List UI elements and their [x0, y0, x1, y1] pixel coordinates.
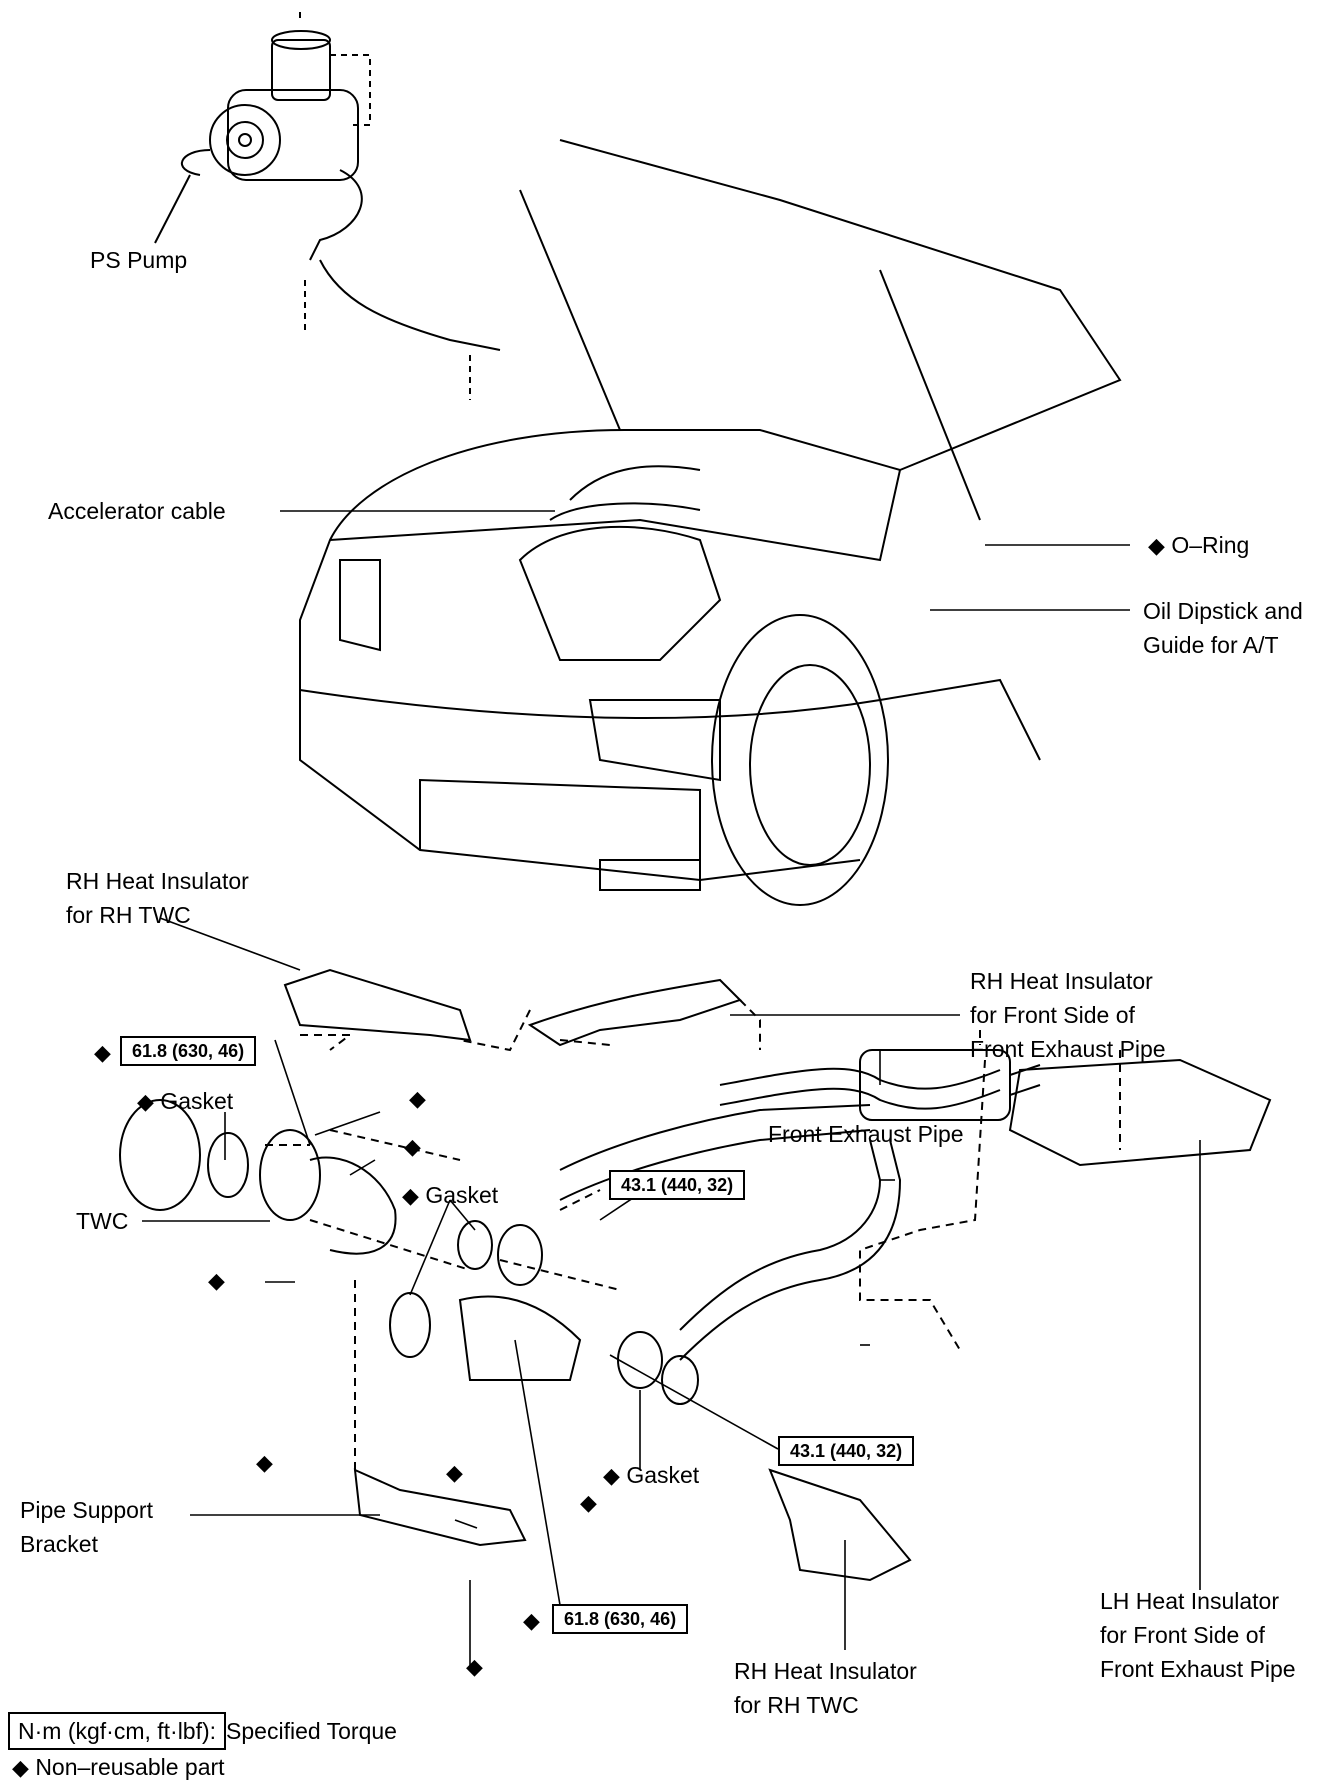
rh-insulator-bottom-line2: for RH TWC	[734, 1692, 859, 1718]
non-reusable-icon: ◆	[12, 1755, 29, 1780]
gasket-3-text: Gasket	[626, 1462, 700, 1488]
label-accelerator-cable: Accelerator cable	[48, 498, 226, 524]
non-reusable-icon: ◆	[402, 1183, 419, 1208]
non-reusable-text: Non–reusable part	[35, 1754, 225, 1780]
torque-spec-2: 43.1 (440, 32)	[609, 1170, 746, 1200]
non-reusable-icon: ◆	[580, 1490, 597, 1515]
non-reusable-icon: ◆	[466, 1654, 483, 1679]
non-reusable-icon: ◆	[409, 1086, 426, 1111]
label-gasket-3: ◆ Gasket	[603, 1458, 699, 1493]
rh-insulator-top-line2: for RH TWC	[66, 902, 191, 928]
non-reusable-icon: ◆	[137, 1089, 154, 1114]
rh-front-insulator-line3: Front Exhaust Pipe	[970, 1036, 1166, 1062]
label-o-ring: ◆ O–Ring	[1148, 528, 1249, 563]
label-oil-dipstick: Oil Dipstick and Guide for A/T	[1143, 594, 1303, 662]
non-reusable-icon: ◆	[94, 1040, 111, 1065]
torque-spec-1: 61.8 (630, 46)	[120, 1036, 257, 1066]
torque-unit-box: N·m (kgf·cm, ft·lbf):	[8, 1712, 227, 1750]
non-reusable-icon: ◆	[256, 1450, 273, 1475]
label-twc: TWC	[76, 1208, 129, 1234]
label-front-exhaust-pipe: Front Exhaust Pipe	[768, 1121, 964, 1147]
torque-spec-4: 61.8 (630, 46)	[552, 1604, 689, 1634]
label-gasket-1: ◆ Gasket	[137, 1084, 233, 1119]
non-reusable-icon: ◆	[1148, 533, 1165, 558]
pipe-support-line2: Bracket	[20, 1531, 98, 1557]
legend-non-reusable: ◆ Non–reusable part	[12, 1750, 225, 1785]
torque-desc: Specified Torque	[226, 1718, 397, 1744]
oil-dipstick-line1: Oil Dipstick and	[1143, 598, 1303, 624]
lh-insulator-line1: LH Heat Insulator	[1100, 1588, 1279, 1614]
gasket-1-text: Gasket	[160, 1088, 234, 1114]
vehicle-drawing	[299, 139, 1122, 906]
label-pipe-support-bracket: Pipe Support Bracket	[20, 1493, 153, 1561]
oil-dipstick-line2: Guide for A/T	[1143, 632, 1279, 658]
non-reusable-icon: ◆	[523, 1608, 540, 1633]
pipe-support-line1: Pipe Support	[20, 1497, 153, 1523]
lh-insulator-line2: for Front Side of	[1100, 1622, 1265, 1648]
label-rh-insulator-front-pipe: RH Heat Insulator for Front Side of Fron…	[970, 964, 1166, 1066]
non-reusable-icon: ◆	[404, 1134, 421, 1159]
ps-pump-drawing	[154, 8, 501, 400]
label-rh-insulator-rh-twc-top: RH Heat Insulator for RH TWC	[66, 864, 249, 932]
label-ps-pump: PS Pump	[90, 247, 188, 273]
rh-front-insulator-line1: RH Heat Insulator	[970, 968, 1153, 994]
legend-torque: N·m (kgf·cm, ft·lbf):Specified Torque	[8, 1712, 397, 1750]
non-reusable-icon: ◆	[603, 1463, 620, 1488]
gasket-2-text: Gasket	[425, 1182, 499, 1208]
label-gasket-2: ◆ Gasket	[402, 1178, 498, 1213]
non-reusable-icon: ◆	[208, 1268, 225, 1293]
lh-insulator-line3: Front Exhaust Pipe	[1100, 1656, 1296, 1682]
o-ring-text: O–Ring	[1171, 532, 1250, 558]
rh-insulator-top-line1: RH Heat Insulator	[66, 868, 249, 894]
torque-spec-3: 43.1 (440, 32)	[778, 1436, 915, 1466]
exhaust-drawing	[119, 968, 1272, 1582]
non-reusable-icon: ◆	[446, 1460, 463, 1485]
rh-front-insulator-line2: for Front Side of	[970, 1002, 1135, 1028]
rh-insulator-bottom-line1: RH Heat Insulator	[734, 1658, 917, 1684]
label-rh-insulator-rh-twc-bottom: RH Heat Insulator for RH TWC	[734, 1654, 917, 1722]
label-lh-insulator-front-pipe: LH Heat Insulator for Front Side of Fron…	[1100, 1584, 1296, 1686]
